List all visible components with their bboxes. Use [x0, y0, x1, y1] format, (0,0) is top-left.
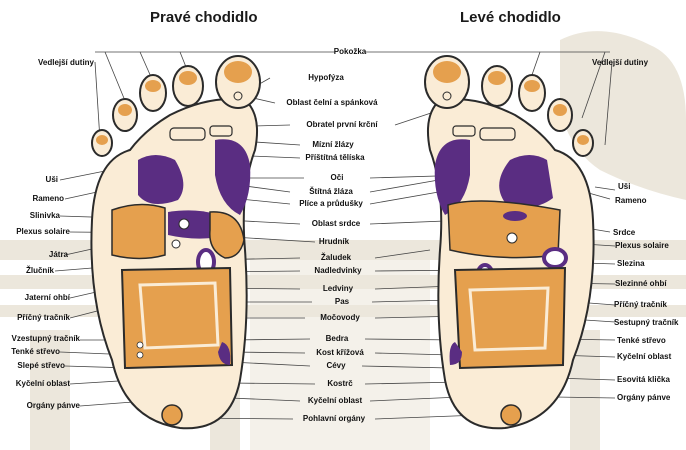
- label-pristitna-teliska: Příštítná tělíska: [305, 153, 365, 162]
- label-usi-right: Uši: [618, 182, 631, 191]
- label-mocovody: Močovody: [320, 313, 360, 322]
- label-pricny-tracnik-left: Příčný tračník: [17, 313, 70, 322]
- label-pokozka: Pokožka: [333, 47, 367, 56]
- label-stitna-zlaza: Štítná žláza: [309, 187, 353, 196]
- title-right-sole: Pravé chodidlo: [150, 9, 258, 26]
- label-oci: Oči: [330, 173, 344, 182]
- label-hrudnik: Hrudník: [318, 237, 350, 246]
- label-slezina: Slezina: [617, 259, 645, 268]
- label-oblast-srdce: Oblast srdce: [311, 219, 361, 228]
- label-vzestupny-tracnik: Vzestupný tračník: [11, 334, 80, 343]
- label-kycelni-oblast-right: Kyčelní oblast: [617, 352, 672, 361]
- label-pohlavni-organy: Pohlavní orgány: [302, 414, 366, 423]
- label-slepe-strevo: Slepé střevo: [17, 361, 65, 370]
- label-plice-a-prudusky: Plíce a průdušky: [299, 199, 363, 208]
- label-jatra: Játra: [48, 250, 68, 259]
- left-foot: [424, 55, 595, 430]
- label-jaterni-ohbi: Jaterní ohbí: [24, 293, 70, 302]
- label-nadledvinky: Nadledvinky: [314, 266, 362, 275]
- label-organy-panve-right: Orgány pánve: [617, 393, 671, 402]
- label-slinivka: Slinivka: [29, 211, 60, 220]
- label-ledviny: Ledviny: [322, 284, 354, 293]
- label-obratel-prvni-krcni: Obratel první krční: [306, 120, 378, 129]
- label-esovita-klicka: Esovitá klička: [617, 375, 670, 384]
- label-oblast-celni-spankova: Oblast čelní a spánková: [286, 98, 378, 107]
- label-kycelni-oblast-left: Kyčelní oblast: [15, 379, 70, 388]
- label-sestupny-tracnik: Sestupný tračník: [614, 318, 679, 327]
- label-srdce: Srdce: [613, 228, 636, 237]
- label-hypofyza: Hypofýza: [308, 73, 344, 82]
- label-tenke-strevo-left: Tenké střevo: [11, 347, 60, 356]
- label-rameno-right: Rameno: [615, 196, 647, 205]
- label-mizni-zlazy: Mízní žlázy: [312, 140, 354, 149]
- label-pas: Pas: [334, 297, 350, 306]
- label-kost-krizova: Kost křížová: [316, 348, 364, 357]
- label-vedlejsi-dutiny-left: Vedlejší dutiny: [37, 58, 94, 67]
- label-usi-left: Uši: [45, 175, 58, 184]
- label-zlucnik: Žlučník: [25, 266, 54, 275]
- label-tenke-strevo-right: Tenké střevo: [617, 336, 666, 345]
- label-rameno-left: Rameno: [32, 194, 64, 203]
- label-cevy: Cévy: [326, 361, 346, 370]
- label-kostrc: Kostrč: [327, 379, 353, 388]
- title-left-sole: Levé chodidlo: [460, 9, 561, 26]
- label-kycelni-oblast-center: Kyčelní oblast: [307, 396, 363, 405]
- label-zaludek: Žaludek: [320, 253, 352, 262]
- right-foot: [90, 55, 261, 430]
- label-plexus-solaire-left: Plexus solaire: [16, 227, 70, 236]
- label-pricny-tracnik-right: Příčný tračník: [614, 300, 667, 309]
- label-bedra: Bedra: [325, 334, 349, 343]
- label-slezinne-ohbi: Slezinné ohbí: [615, 279, 667, 288]
- label-plexus-solaire-right: Plexus solaire: [615, 241, 669, 250]
- label-organy-panve-left: Orgány pánve: [26, 401, 80, 410]
- label-vedlejsi-dutiny-right: Vedlejší dutiny: [592, 58, 649, 67]
